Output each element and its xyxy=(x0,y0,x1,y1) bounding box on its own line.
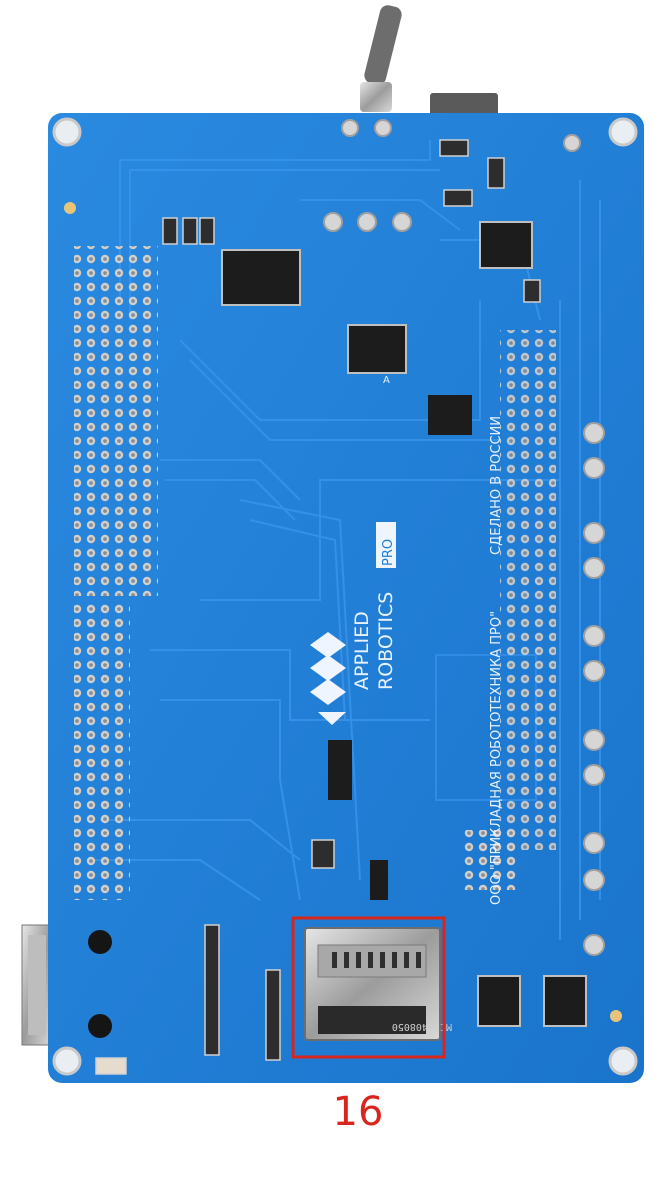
brand-badge-text: PRO xyxy=(381,539,396,566)
side-connector xyxy=(21,924,53,1046)
brand-line-2: ROBOTICS xyxy=(375,592,397,690)
power-pads xyxy=(323,119,605,956)
sd-slot-marking: MCE1408050 xyxy=(392,1021,452,1032)
toggle-switch xyxy=(360,5,498,117)
push-buttons xyxy=(88,930,112,1038)
microsd-slot: MCE1408050 xyxy=(304,927,452,1041)
highlight-box xyxy=(291,916,446,1059)
callout-number: 16 xyxy=(332,1089,384,1135)
mounting-holes xyxy=(52,117,638,1076)
brand-line-1: APPLIED xyxy=(351,611,373,690)
chip-marking: A xyxy=(383,375,390,386)
applied-robotics-logo-icon xyxy=(310,632,346,725)
made-in-text: СДЕЛАНО В РОССИИ xyxy=(489,416,504,555)
pin-headers xyxy=(74,246,556,900)
company-text: ООО "ПРИКЛАДНАЯ РОБОТОТЕХНИКА ПРО" xyxy=(489,611,504,905)
integrated-circuits xyxy=(221,221,587,1027)
smd-components xyxy=(95,139,541,1075)
brand-badge: PRO xyxy=(376,522,396,568)
